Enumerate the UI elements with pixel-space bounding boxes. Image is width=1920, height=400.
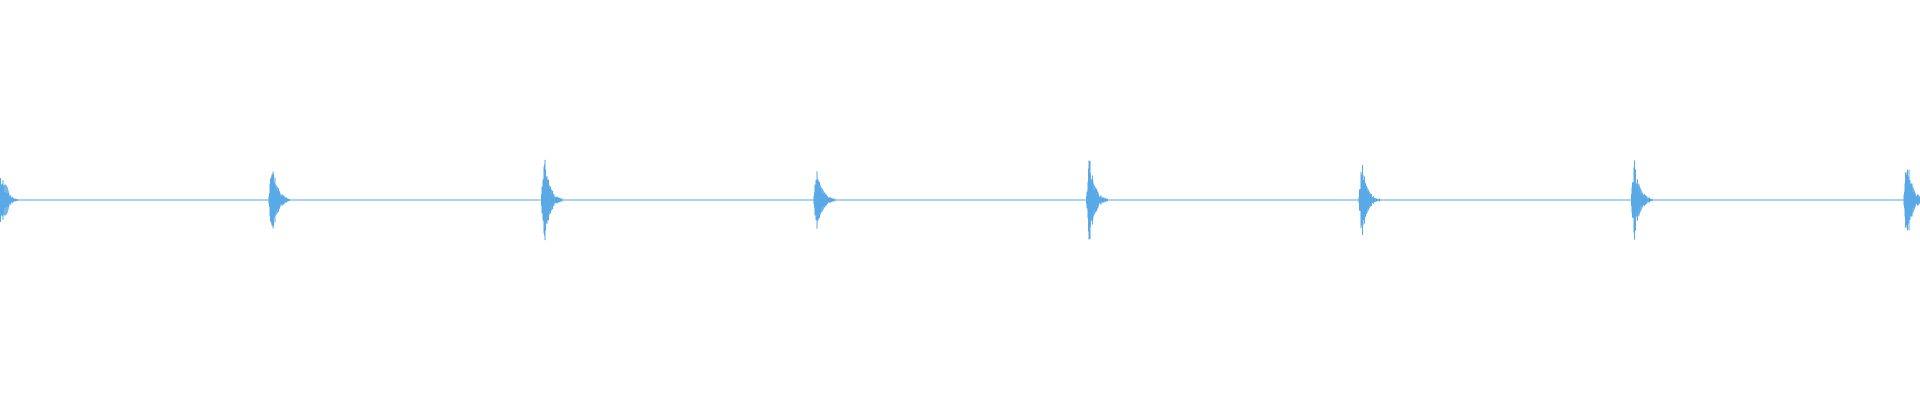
waveform-burst-core bbox=[541, 182, 555, 218]
waveform-burst-core bbox=[1086, 182, 1100, 218]
waveform-burst-core bbox=[1631, 183, 1645, 217]
waveform-burst-core bbox=[1358, 184, 1373, 216]
waveform-bursts bbox=[0, 159, 1920, 241]
waveform-burst-core bbox=[0, 184, 10, 216]
waveform-burst-core bbox=[813, 186, 828, 214]
waveform-burst-core bbox=[1903, 182, 1918, 218]
waveform-burst-core bbox=[268, 183, 283, 217]
